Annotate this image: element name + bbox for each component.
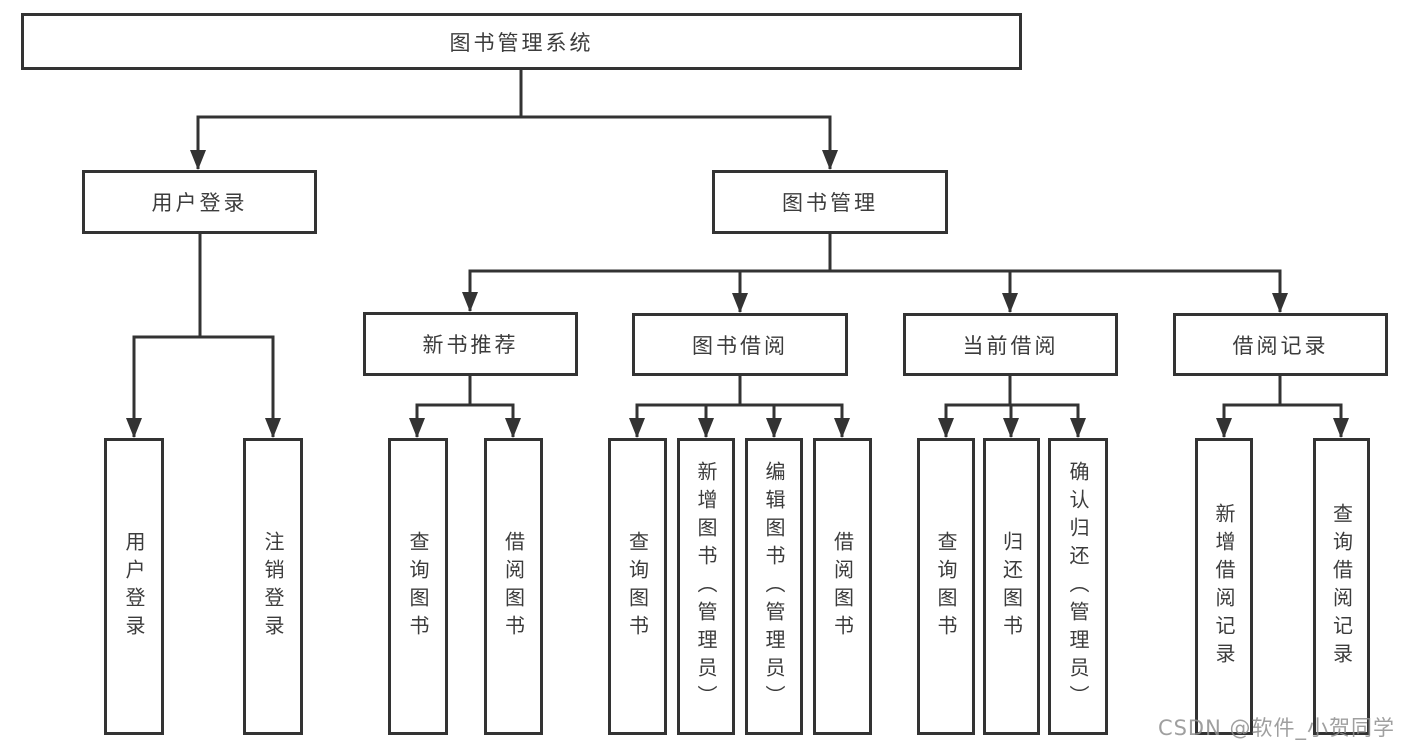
- node-current-borrowing: 当前借阅: [903, 313, 1118, 376]
- leaf-label: 查询借阅记录: [1329, 502, 1354, 671]
- node-label: 图书借阅: [692, 333, 788, 358]
- node-new-book-recommend: 新书推荐: [363, 312, 578, 376]
- leaf-logout: 注销登录: [243, 438, 303, 735]
- leaf-label: 借阅图书: [501, 530, 526, 643]
- leaf-current-confirm-return-admin: 确认归还（管理员）: [1048, 438, 1108, 735]
- leaf-recommend-borrow-books: 借阅图书: [484, 438, 543, 735]
- leaf-label: 查询图书: [934, 530, 958, 643]
- node-library-management-system: 图书管理系统: [21, 13, 1022, 70]
- leaf-current-return-books: 归还图书: [983, 438, 1040, 735]
- csdn-watermark: CSDN @软件_小贺同学: [1157, 716, 1395, 740]
- leaf-recommend-query-books: 查询图书: [388, 438, 448, 735]
- node-book-borrowing: 图书借阅: [632, 313, 848, 376]
- leaf-current-query-books: 查询图书: [917, 438, 975, 735]
- node-user-login: 用户登录: [82, 170, 317, 234]
- leaf-records-add-record: 新增借阅记录: [1195, 438, 1253, 735]
- leaf-records-query-record: 查询借阅记录: [1313, 438, 1370, 735]
- leaf-label: 确认归还（管理员）: [1066, 460, 1090, 713]
- node-label: 用户登录: [151, 191, 248, 215]
- leaf-label: 归还图书: [999, 530, 1024, 643]
- leaf-label: 借阅图书: [830, 530, 855, 643]
- leaf-label: 新增图书（管理员）: [694, 460, 718, 713]
- node-label: 新书推荐: [422, 333, 519, 357]
- leaf-borrowing-borrow-books: 借阅图书: [813, 438, 872, 735]
- leaf-borrowing-add-books-admin: 新增图书（管理员）: [677, 438, 735, 735]
- leaf-user-login: 用户登录: [104, 438, 164, 735]
- node-book-management: 图书管理: [712, 170, 948, 234]
- leaf-label: 查询图书: [625, 530, 650, 643]
- node-label: 图书管理系统: [449, 30, 594, 55]
- node-borrowing-records: 借阅记录: [1173, 313, 1388, 376]
- leaf-borrowing-edit-books-admin: 编辑图书（管理员）: [745, 438, 803, 735]
- node-label: 当前借阅: [962, 333, 1059, 358]
- leaf-label: 新增借阅记录: [1212, 502, 1236, 671]
- leaf-borrowing-query-books: 查询图书: [608, 438, 667, 735]
- leaf-label: 注销登录: [261, 530, 285, 643]
- leaf-label: 编辑图书（管理员）: [762, 460, 786, 713]
- leaf-label: 查询图书: [406, 530, 430, 643]
- node-label: 图书管理: [782, 191, 878, 215]
- leaf-label: 用户登录: [122, 530, 146, 643]
- node-label: 借阅记录: [1232, 333, 1329, 358]
